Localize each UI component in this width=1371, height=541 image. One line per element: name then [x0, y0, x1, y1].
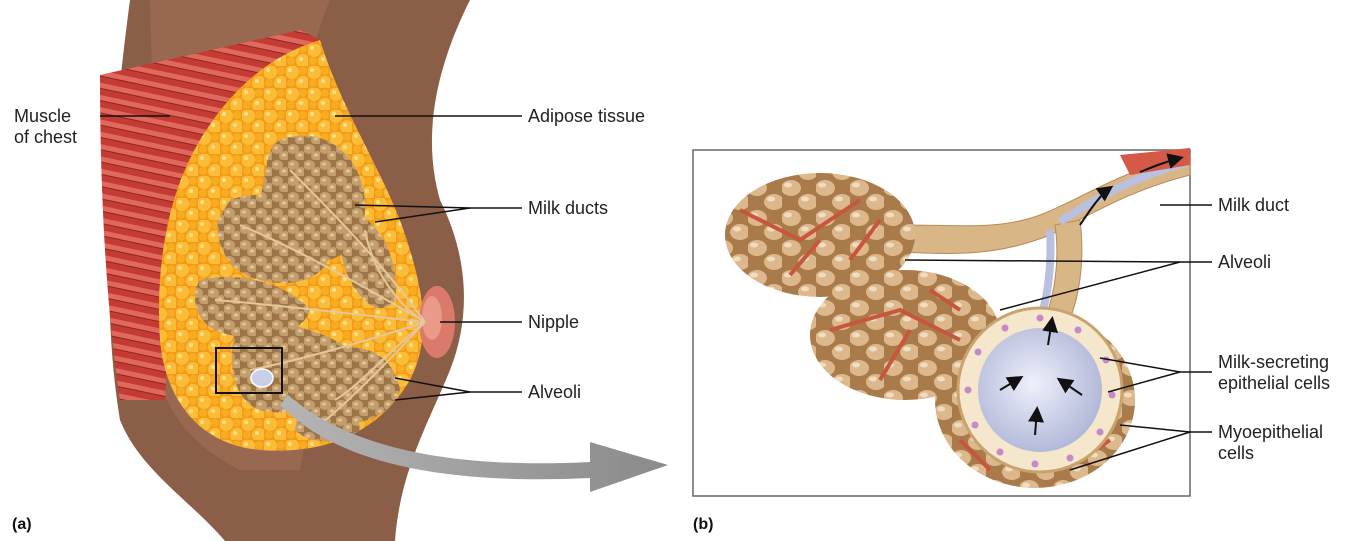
- panel-b-letter: (b): [693, 516, 713, 534]
- label-milk-ducts: Milk ducts: [528, 198, 608, 219]
- label-milk-secreting-epithelial-cells: Milk-secreting epithelial cells: [1218, 352, 1330, 394]
- panel-a-illustration: [100, 0, 668, 541]
- label-muscle-line1: Muscle: [14, 106, 77, 127]
- label-milk-secreting-line2: epithelial cells: [1218, 373, 1330, 394]
- label-muscle-line2: of chest: [14, 127, 77, 148]
- label-muscle-of-chest: Muscle of chest: [14, 106, 77, 148]
- label-adipose-tissue: Adipose tissue: [528, 106, 645, 127]
- panel-a-letter: (a): [12, 516, 32, 534]
- label-milk-duct: Milk duct: [1218, 195, 1289, 216]
- label-alveoli-b: Alveoli: [1218, 252, 1271, 273]
- label-myoepithelial-line1: Myoepithelial: [1218, 422, 1323, 443]
- label-nipple: Nipple: [528, 312, 579, 333]
- label-myoepithelial-line2: cells: [1218, 443, 1323, 464]
- label-milk-secreting-line1: Milk-secreting: [1218, 352, 1330, 373]
- label-myoepithelial-cells: Myoepithelial cells: [1218, 422, 1323, 464]
- label-alveoli-a: Alveoli: [528, 382, 581, 403]
